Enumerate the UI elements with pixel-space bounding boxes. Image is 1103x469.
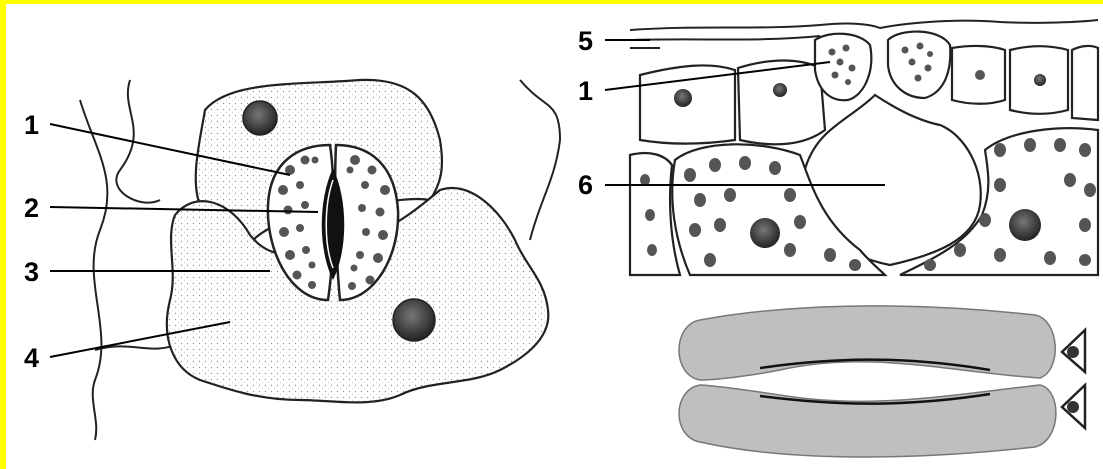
cell-wall-top-left: [116, 80, 160, 203]
eye-icon-top: [1062, 330, 1085, 372]
eye-icon-bottom: [1062, 385, 1085, 428]
label-5: 5: [578, 26, 593, 56]
cell-wall-right: [520, 80, 560, 240]
stoma: [268, 145, 398, 300]
guard-cell-section-left: [815, 34, 871, 101]
label-1-section: 1: [578, 76, 593, 106]
mesophyll-nucleus-right: [1009, 209, 1041, 241]
cuticle: [630, 20, 1098, 30]
label-1: 1: [24, 110, 39, 140]
label-4: 4: [24, 343, 39, 373]
epidermal-cell-e: [1072, 46, 1098, 120]
label-6: 6: [578, 170, 593, 200]
epidermis-surface-view: 1 2 3 4: [24, 80, 560, 440]
guard-cell-top: [679, 306, 1055, 380]
label-2: 2: [24, 193, 39, 223]
nucleus-lower: [393, 299, 435, 341]
guard-cell-section-right: [888, 32, 950, 98]
guard-cell-bottom: [679, 385, 1056, 457]
guard-cells-schematic: [679, 306, 1085, 457]
nucleus-upper: [243, 101, 277, 135]
label-3: 3: [24, 257, 39, 287]
mesophyll-nucleus-left: [750, 218, 780, 248]
epidermal-cell-b: [738, 61, 825, 145]
stoma-cross-section: 5 1 6: [578, 20, 1098, 275]
